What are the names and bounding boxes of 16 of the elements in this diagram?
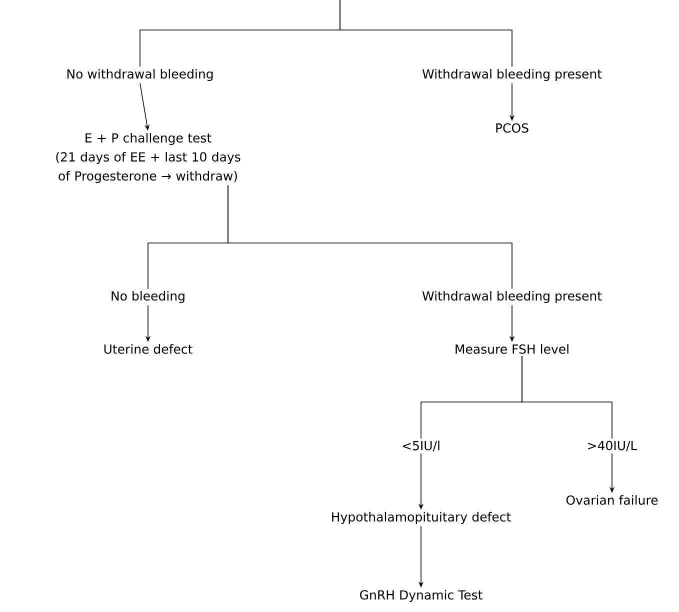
step-text: No withdrawal bleeding (67, 68, 213, 82)
step-text: Hypothalamopituitary defect (332, 512, 511, 524)
step-text: Withdrawal bleeding present (422, 290, 602, 304)
step-text: >40IU/L (588, 440, 638, 452)
branch-line (228, 184, 512, 290)
step-text: No bleeding (112, 290, 184, 304)
step-text: PCOS (496, 123, 528, 133)
step-text: Measure FSH level (456, 344, 568, 354)
step-text: Ovarian failure (566, 495, 658, 505)
step-text: <5IU/l (402, 440, 440, 452)
step-text: GnRH Dynamic Test (360, 590, 482, 602)
branch-line (340, 0, 512, 68)
step-text: Withdrawal bleeding present (422, 68, 602, 82)
step-text: Uterine defect (104, 344, 192, 354)
branch-line (522, 356, 612, 439)
step-text: E + P challenge test (21 days of EE + last 10 days of Progesterone → withdraw) (56, 132, 240, 184)
